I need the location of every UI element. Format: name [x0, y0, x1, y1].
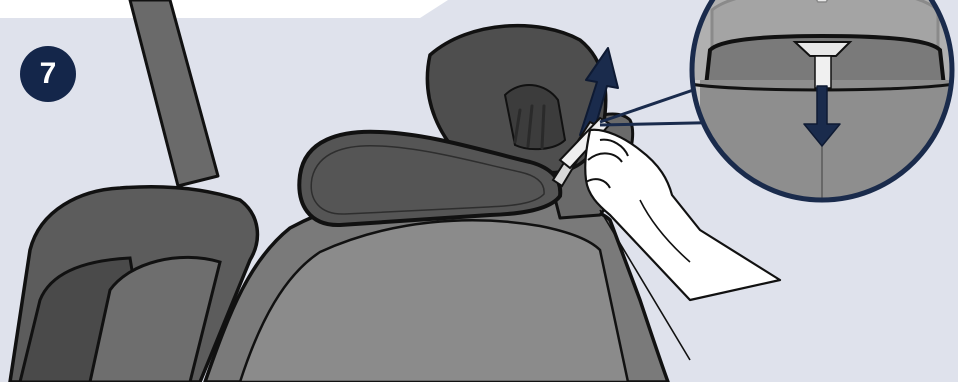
hand [584, 128, 782, 302]
seat-belt-strap [128, 0, 220, 188]
step-number-badge: 7 [20, 46, 76, 102]
down-arrow-icon [803, 85, 841, 147]
headrest-cushion [297, 129, 563, 228]
step-number: 7 [39, 57, 57, 90]
detail-zoom-circle [689, 0, 955, 203]
header-panel [0, 0, 448, 18]
